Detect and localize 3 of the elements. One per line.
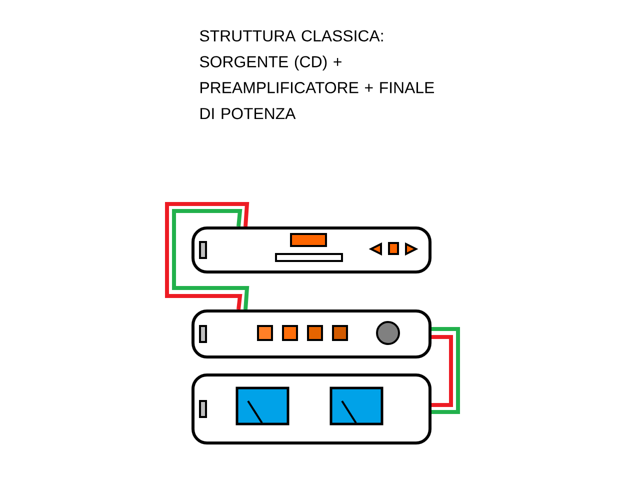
cable bbox=[432, 327, 460, 414]
cable bbox=[432, 335, 453, 407]
title: STRUTTURA CLASSICA: SORGENTE (CD) + PREAMPLIFICATORE + FINALE DI POTENZA bbox=[200, 30, 434, 120]
